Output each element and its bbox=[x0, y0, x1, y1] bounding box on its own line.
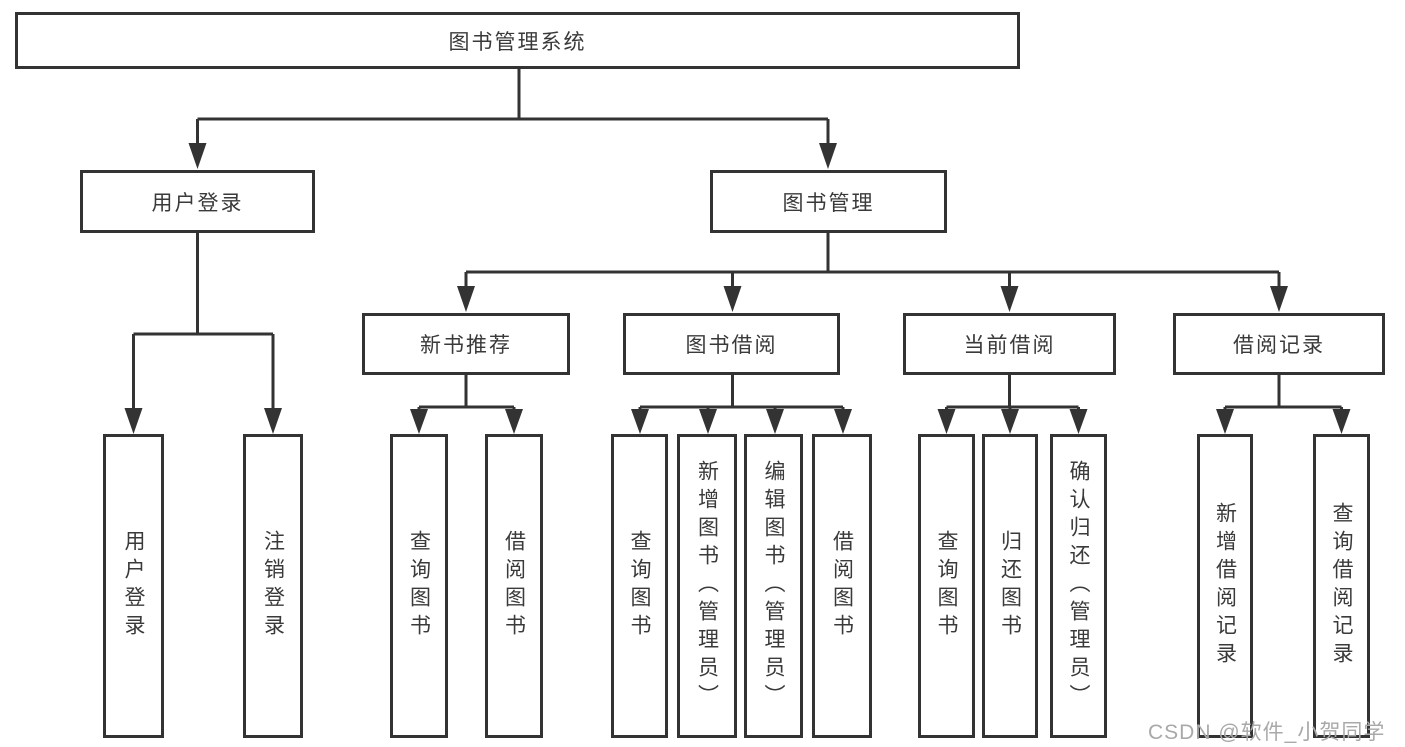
leaf-query-books-recommend: 查询图书 bbox=[390, 434, 448, 738]
leaf-label: 新增图书（管理员） bbox=[695, 460, 719, 712]
leaf-query-books-borrowing: 查询图书 bbox=[611, 434, 668, 738]
node-borrowing-records: 借阅记录 bbox=[1173, 313, 1385, 375]
leaf-label: 借阅图书 bbox=[502, 530, 526, 642]
leaf-label: 查询图书 bbox=[935, 530, 958, 642]
leaf-edit-books-admin: 编辑图书（管理员） bbox=[744, 434, 803, 738]
node-current-borrowing: 当前借阅 bbox=[903, 313, 1116, 375]
leaf-label: 新增借阅记录 bbox=[1213, 502, 1237, 670]
node-label: 借阅记录 bbox=[1233, 334, 1325, 357]
node-label: 图书管理系统 bbox=[448, 30, 587, 54]
leaf-borrow-books-recommend: 借阅图书 bbox=[485, 434, 543, 738]
node-label: 当前借阅 bbox=[963, 334, 1056, 357]
leaf-label: 归还图书 bbox=[998, 530, 1022, 642]
leaf-borrow-books-borrowing: 借阅图书 bbox=[812, 434, 872, 738]
node-label: 用户登录 bbox=[151, 191, 244, 215]
node-label: 图书管理 bbox=[782, 191, 875, 215]
leaf-add-books-admin: 新增图书（管理员） bbox=[677, 434, 737, 738]
leaf-label: 确认归还（管理员） bbox=[1067, 460, 1090, 712]
leaf-add-borrow-record: 新增借阅记录 bbox=[1197, 434, 1253, 738]
leaf-query-borrow-record: 查询借阅记录 bbox=[1313, 434, 1370, 738]
leaf-return-books: 归还图书 bbox=[982, 434, 1038, 738]
leaf-label: 编辑图书（管理员） bbox=[762, 460, 785, 712]
node-book-borrowing: 图书借阅 bbox=[623, 313, 840, 375]
watermark: CSDN @软件_小贺同学 bbox=[1148, 721, 1386, 744]
leaf-query-books-current: 查询图书 bbox=[918, 434, 975, 738]
node-root: 图书管理系统 bbox=[15, 12, 1020, 69]
leaf-logout: 注销登录 bbox=[243, 434, 303, 738]
leaf-label: 查询图书 bbox=[407, 530, 431, 642]
node-user-login: 用户登录 bbox=[80, 170, 315, 233]
leaf-label: 查询借阅记录 bbox=[1330, 502, 1353, 670]
leaf-confirm-return-admin: 确认归还（管理员） bbox=[1050, 434, 1107, 738]
node-label: 新书推荐 bbox=[420, 334, 512, 357]
leaf-user-login: 用户登录 bbox=[103, 434, 164, 738]
node-new-book-recommendation: 新书推荐 bbox=[362, 313, 570, 375]
leaf-label: 注销登录 bbox=[261, 530, 285, 642]
leaf-label: 借阅图书 bbox=[830, 530, 854, 642]
node-label: 图书借阅 bbox=[685, 334, 778, 357]
node-book-management: 图书管理 bbox=[710, 170, 947, 233]
leaf-label: 查询图书 bbox=[628, 530, 651, 642]
leaf-label: 用户登录 bbox=[122, 530, 145, 642]
